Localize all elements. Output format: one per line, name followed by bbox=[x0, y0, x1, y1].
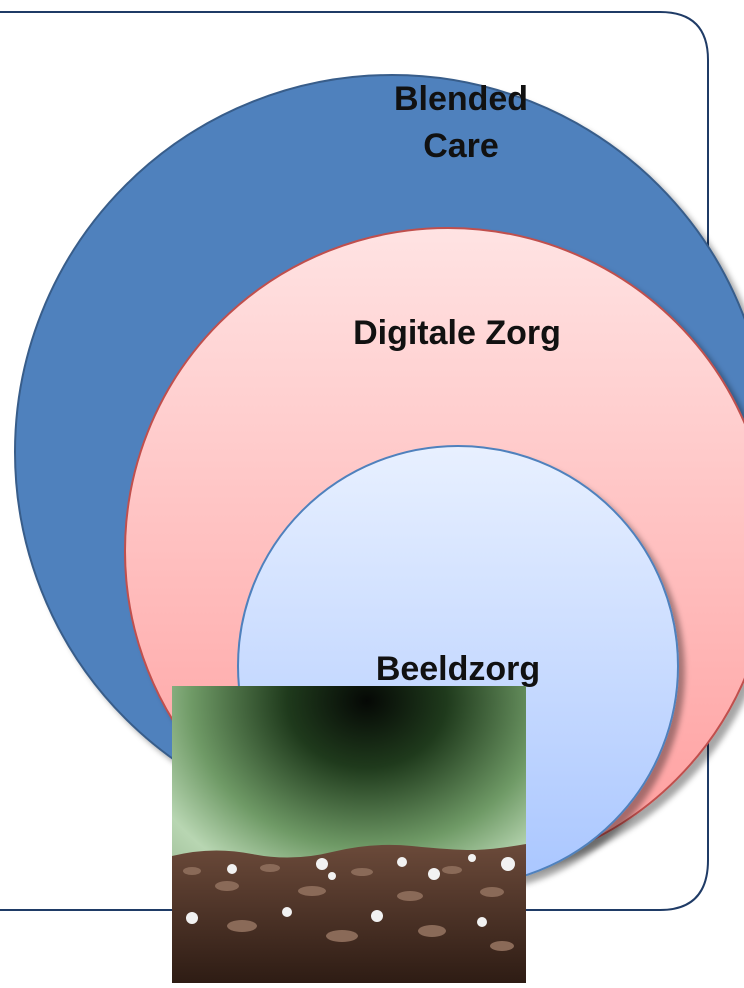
soil-seedling-photo bbox=[172, 686, 526, 983]
outer-label-line-1: Blended bbox=[394, 80, 528, 118]
outer-label-line-2: Care bbox=[423, 127, 499, 165]
middle-label: Digitale Zorg bbox=[353, 314, 561, 352]
inner-label: Beeldzorg bbox=[376, 650, 540, 688]
